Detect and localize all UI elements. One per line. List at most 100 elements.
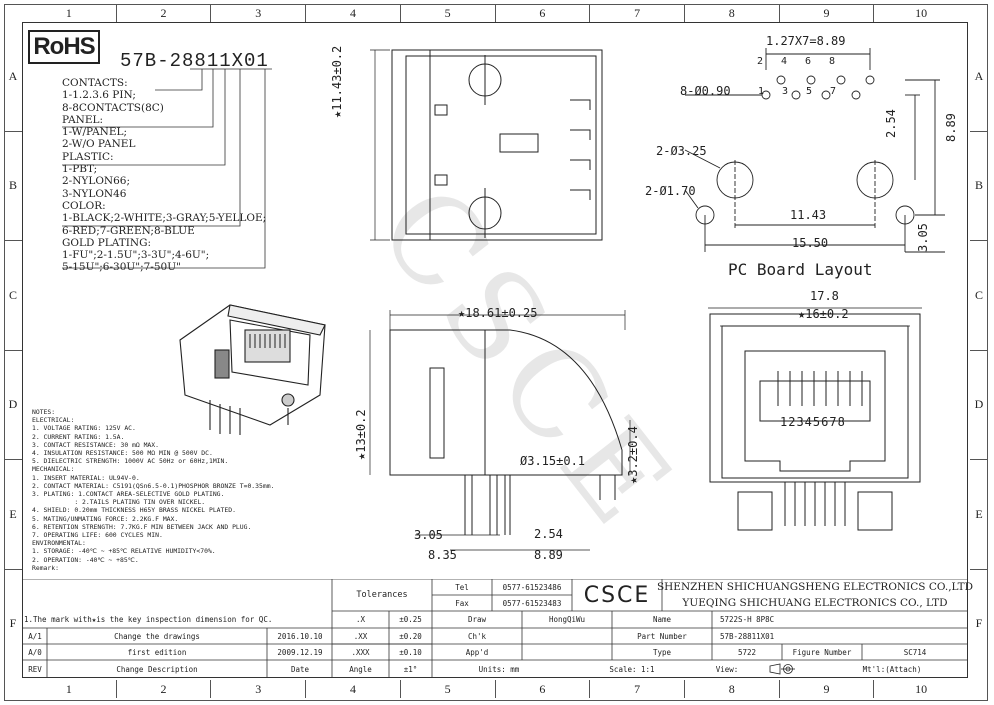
- note-line: 5. MATING/UNMATING FORCE: 2.2KG.F MAX.: [32, 514, 179, 523]
- note-line: ENVIRONMENTAL:: [32, 539, 86, 548]
- angle-value: ±1°: [403, 664, 418, 674]
- notes-block: NOTES:ELECTRICAL:1. VOLTAGE RATING: 125V…: [32, 408, 274, 572]
- spec-line: 1-FU";2-1.5U";3-3U";4-6U";: [62, 249, 210, 262]
- spec-legend: CONTACTS:1-1.2.3.6 PIN;8-8CONTACTS(8C)PA…: [62, 77, 266, 274]
- type-value: 5722: [737, 647, 757, 657]
- tel-value: 0577-61523486: [502, 582, 562, 592]
- angle-label: Angle: [349, 664, 372, 674]
- zone-bottom-9: 9: [778, 680, 874, 698]
- dim-side-width: ★18.61±0.25: [458, 306, 538, 320]
- note-line: 5. DIELECTRIC STRENGTH: 1000V AC 50Hz or…: [32, 457, 229, 466]
- zone-right-E: E: [970, 459, 988, 569]
- desc-header: Change Description: [116, 664, 198, 674]
- rev-a0: A/0: [28, 647, 42, 657]
- zone-right-B: B: [970, 130, 988, 241]
- rev-a1-desc: Change the drawings: [114, 631, 200, 641]
- note-line: 4. SHIELD: 0.20mm THICKNESS H65Y BRASS N…: [32, 506, 236, 515]
- tol-xxx-value: ±0.10: [399, 647, 422, 657]
- rohs-logo: RoHS: [28, 30, 100, 64]
- zone-right-F: F: [970, 568, 988, 679]
- tel-label: Tel: [455, 582, 469, 592]
- check-label: Ch'k: [467, 631, 487, 641]
- tolerances-label: Tolerances: [356, 590, 408, 600]
- fax-value: 0577-61523483: [502, 598, 562, 608]
- company-logo: CSCE: [583, 582, 651, 608]
- company-name-1: SHENZHEN SHICHUANGSHENG ELECTRONICS CO.,…: [656, 581, 974, 593]
- note-line: MECHANICAL:: [32, 465, 75, 474]
- dim-889: 8.89: [534, 548, 563, 562]
- dim-305: 3.05: [414, 528, 443, 542]
- dim-top-height: ★11.43±0.2: [330, 45, 344, 118]
- zone-left-A: A: [8, 68, 18, 83]
- note-line: 2. CURRENT RATING: 1.5A.: [32, 432, 125, 441]
- zone-top-6: 6: [494, 4, 590, 22]
- spec-line: 2-NYLON66;: [62, 175, 131, 188]
- spec-line: 3-NYLON46: [62, 187, 127, 200]
- dim-254: 2.54: [534, 527, 563, 541]
- note-line: 2. CONTACT MATERIAL: C5191(QSn6.5-0.1)PH…: [32, 481, 275, 490]
- spec-line: 1-W/PANEL;: [62, 126, 128, 139]
- rev-a0-desc: first edition: [127, 647, 187, 657]
- pins-bottom-labels: 1357: [758, 86, 855, 97]
- zone-bottom-7: 7: [589, 680, 684, 698]
- rev-a1-date: 2016.10.10: [277, 631, 323, 641]
- units-label: Units: mm: [478, 664, 520, 674]
- tol-xx: .XX: [353, 631, 368, 641]
- type-label: Type: [652, 647, 672, 657]
- pcb-layout-title: PC Board Layout: [728, 260, 873, 279]
- note-line: ELECTRICAL:: [32, 416, 75, 425]
- spec-line: 6-RED;7-GREEN;8-BLUE: [62, 224, 195, 237]
- zone-bottom-8: 8: [683, 680, 779, 698]
- spec-line: GOLD PLATING:: [62, 236, 152, 249]
- title-block-grid: [22, 579, 968, 678]
- note-line: : 2.TAILS PLATING TIN OVER NICKEL.: [32, 498, 206, 507]
- note-line: 7. OPERATING LIFE: 600 CYCLES MIN.: [32, 531, 163, 540]
- zone-bottom-1: 1: [65, 682, 72, 696]
- top-view: [370, 49, 603, 241]
- note-line: NOTES:: [32, 408, 56, 416]
- draw-value: HongQiWu: [548, 615, 586, 624]
- zone-left-F: F: [4, 568, 22, 679]
- spec-line: COLOR:: [62, 199, 106, 212]
- scale-label: Scale: 1:1: [609, 664, 655, 674]
- figure-number-value: SC714: [903, 647, 927, 657]
- spec-line: 2-W/O PANEL: [62, 138, 136, 151]
- part-number-value: 57B-28811X01: [720, 631, 775, 641]
- spec-line: 5-15U";6-30U";7-50U": [62, 261, 181, 274]
- tol-xx-value: ±0.20: [399, 631, 422, 641]
- zone-left-B: B: [4, 130, 22, 241]
- spec-line: 1-PBT;: [62, 163, 98, 176]
- zone-bottom-10: 10: [873, 680, 968, 698]
- rev-a1: A/1: [28, 631, 42, 641]
- zone-right-D: D: [970, 349, 988, 460]
- zone-bottom-5: 5: [399, 680, 495, 698]
- title-block: Tolerances Tel 0577-61523486 Fax 0577-61…: [22, 579, 974, 678]
- zone-right-A: A: [974, 68, 984, 83]
- spec-line: 1-1.2.3.6 PIN;: [62, 89, 136, 102]
- note-line: 6. RETENTION STRENGTH: 7.7KG.F MIN BETWE…: [32, 522, 252, 531]
- zone-top-4: 4: [305, 4, 400, 22]
- figure-number-label: Figure Number: [792, 647, 852, 657]
- dim-small-hole: 2-Ø1.70: [645, 184, 696, 198]
- rev-header: REV: [28, 664, 42, 674]
- dim-pitch: 1.27X7=8.89: [766, 34, 846, 48]
- tol-x-value: ±0.25: [399, 615, 422, 624]
- rev-a0-date: 2009.12.19: [277, 647, 323, 657]
- front-view: [708, 307, 922, 531]
- tol-xxx: .XXX: [351, 647, 370, 657]
- note-line: 4. INSULATION RESISTANCE: 500 MΩ MIN @ 5…: [32, 449, 213, 458]
- projection-symbol-icon: [767, 663, 797, 675]
- remark-qc: 1.The mark with★is the key inspection di…: [24, 615, 273, 624]
- view-label: View:: [715, 664, 739, 674]
- spec-line: 1-BLACK;2-WHITE;3-GRAY;5-YELLOE;: [62, 212, 267, 225]
- name-label: Name: [652, 615, 672, 624]
- zone-top-9: 9: [778, 4, 874, 22]
- dim-1550: 15.50: [792, 236, 829, 250]
- note-line: 1. STORAGE: -40℃ ~ +85℃ RELATIVE HUMIDIT…: [32, 547, 216, 556]
- zone-top-2: 2: [115, 4, 211, 22]
- zone-top-3: 3: [210, 4, 305, 22]
- dim-front-width: 17.8: [810, 289, 839, 303]
